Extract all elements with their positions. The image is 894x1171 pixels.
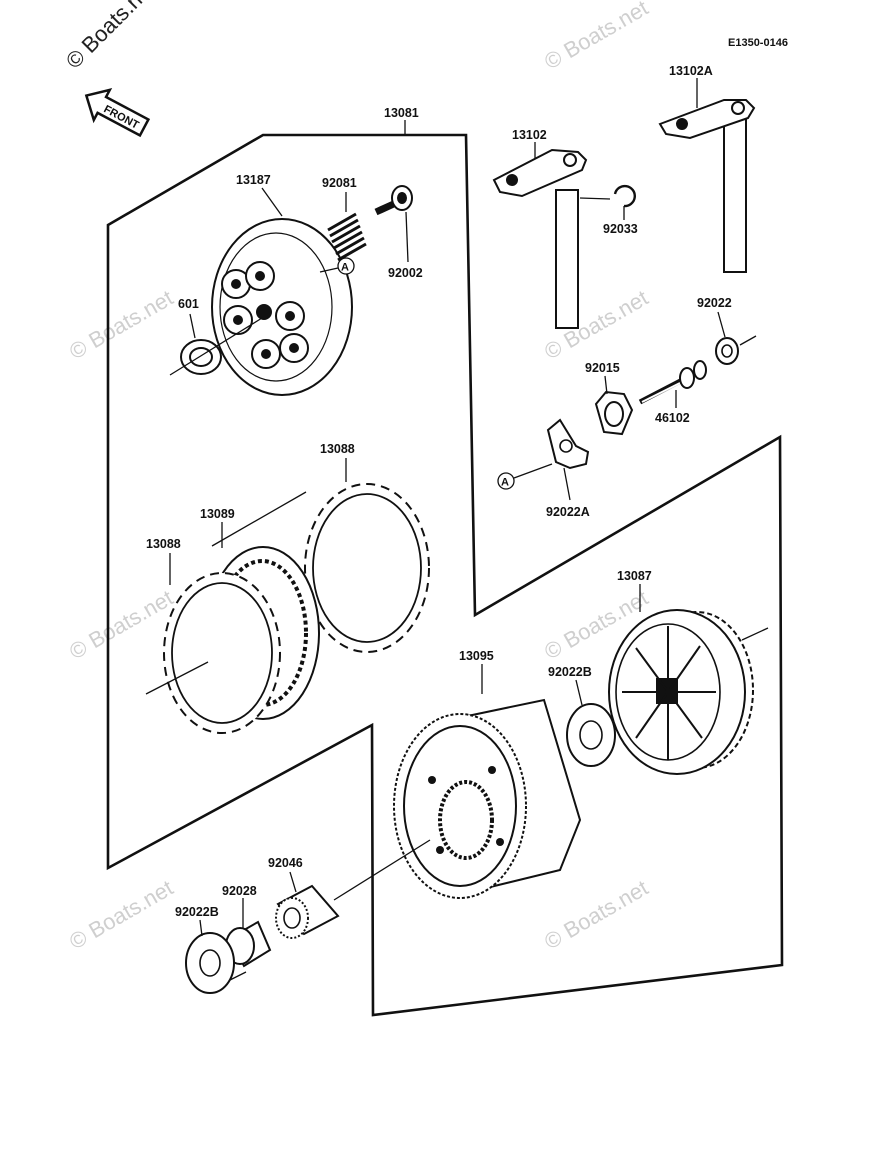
front-arrow-icon: FRONT — [84, 88, 151, 138]
label-92022b-right: 92022B — [548, 665, 592, 679]
svg-text:A: A — [501, 477, 509, 489]
label-13081: 13081 — [384, 106, 419, 120]
friction-plate-13088-front[interactable] — [163, 572, 281, 734]
label-13095: 13095 — [459, 649, 494, 663]
diagram-code: E1350-0146 — [728, 37, 788, 49]
adjusting-pin-46102[interactable] — [638, 360, 707, 405]
label-13102a: 13102A — [669, 64, 713, 78]
label-13102: 13102 — [512, 128, 547, 142]
bolt-92002[interactable] — [374, 185, 413, 216]
watermark: © Boats.net — [540, 0, 652, 74]
watermark: © Boats.net — [65, 875, 177, 954]
watermark: © Boats.net — [540, 875, 652, 954]
svg-text:A: A — [341, 262, 349, 274]
push-lever-shaft-13102[interactable] — [492, 148, 588, 329]
spring-92081[interactable] — [327, 212, 367, 262]
label-92022: 92022 — [697, 296, 732, 310]
label-13088-top: 13088 — [320, 442, 355, 456]
label-92022a: 92022A — [546, 505, 590, 519]
thrust-washer-92022b-left[interactable] — [185, 932, 235, 994]
watermark: © Boats.net — [65, 285, 177, 364]
label-92081: 92081 — [322, 176, 357, 190]
label-601: 601 — [178, 297, 199, 311]
label-13089: 13089 — [200, 507, 235, 521]
corner-watermark: © Boats.net — [61, 0, 160, 74]
washer-92022[interactable] — [715, 337, 739, 365]
circlip-92033[interactable] — [613, 184, 636, 208]
label-13187: 13187 — [236, 173, 271, 187]
pressure-plate-13187[interactable] — [211, 218, 353, 396]
label-13087: 13087 — [617, 569, 652, 583]
label-92022b-left: 92022B — [175, 905, 219, 919]
watermark: © Boats.net — [65, 585, 177, 664]
push-lever-shaft-13102a[interactable] — [658, 99, 756, 273]
clutch-hub-13087[interactable] — [608, 609, 754, 775]
ref-marker-a: A — [497, 472, 515, 490]
label-92015: 92015 — [585, 361, 620, 375]
lock-washer-92022a[interactable] — [546, 418, 590, 470]
label-92028: 92028 — [222, 884, 257, 898]
friction-plate-13088-rear[interactable] — [304, 483, 430, 653]
label-13088-left: 13088 — [146, 537, 181, 551]
thrust-washer-92022b-right[interactable] — [566, 703, 616, 767]
label-92033: 92033 — [603, 222, 638, 236]
bearing-601[interactable] — [180, 339, 222, 375]
label-92046: 92046 — [268, 856, 303, 870]
label-46102: 46102 — [655, 411, 690, 425]
nut-92015[interactable] — [594, 390, 634, 436]
clutch-assembly-outline — [106, 133, 784, 1017]
needle-bearing-92046[interactable] — [275, 884, 340, 939]
label-92002: 92002 — [388, 266, 423, 280]
ref-marker-a: A — [337, 257, 355, 275]
clutch-housing-13095[interactable] — [393, 698, 582, 899]
